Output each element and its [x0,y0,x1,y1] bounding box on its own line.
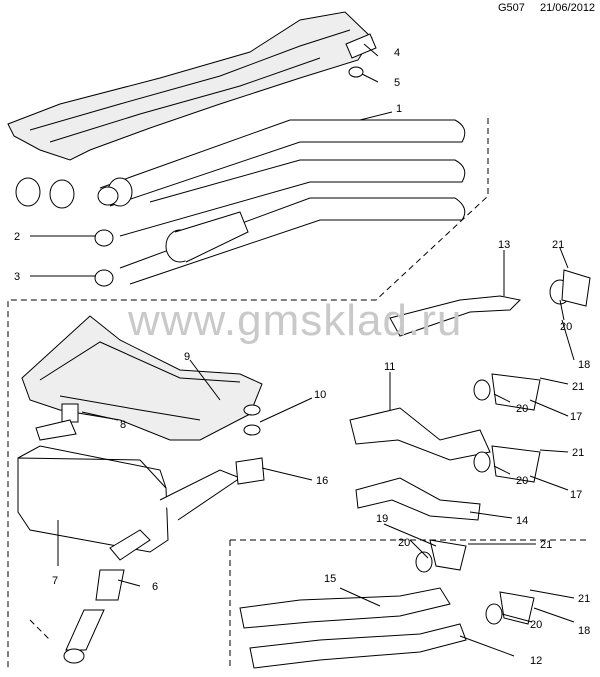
pipes-11-14 [349,373,541,521]
callout-13: 13 [498,239,510,251]
callout-11: 11 [384,361,395,373]
callout-8: 8 [120,419,126,431]
callout-15: 15 [324,573,336,585]
callout-20e: 20 [530,619,542,631]
callout-20d: 20 [398,537,410,549]
callout-21a: 21 [552,239,564,251]
pipes-15-12 [239,539,535,669]
leader-lines [30,43,575,657]
callout-21b: 21 [572,381,584,393]
callout-3: 3 [14,271,20,283]
callout-2: 2 [14,231,20,243]
callout-6: 6 [152,581,158,593]
front-pipe-variants [15,119,466,287]
watermark: www.gmsklad.ru [128,296,463,345]
rear-silencer [17,445,242,553]
bracket-8 [35,403,79,441]
callout-12: 12 [530,655,542,667]
callout-9: 9 [184,351,190,363]
callout-1: 1 [396,103,402,115]
callout-21c: 21 [572,447,584,459]
callout-16: 16 [316,475,328,487]
callout-14: 14 [516,515,528,527]
callout-21e: 21 [578,593,590,605]
callout-20c: 20 [516,475,528,487]
callout-4: 4 [394,47,400,59]
callout-20b: 20 [516,403,528,415]
callout-17a: 17 [570,411,582,423]
flange-gasket-upper [345,33,377,78]
diagram-date: 21/06/2012 [540,2,596,14]
callout-10: 10 [314,389,326,401]
callout-5: 5 [394,77,400,89]
callout-20a: 20 [560,321,572,333]
heat-shield-upper [7,11,373,161]
rear-subframe [21,315,263,441]
callout-7: 7 [52,575,58,587]
callout-17b: 17 [570,489,582,501]
tail-pipe [63,529,151,664]
callout-labels: 1 2 3 4 5 6 7 8 9 10 11 12 13 14 15 16 1… [14,47,590,667]
callout-21d: 21 [540,539,552,551]
callout-19: 19 [376,513,388,525]
callout-18a: 18 [578,359,590,371]
section-boundaries [7,118,588,668]
pipe-13 [389,269,591,337]
diagram-code: G507 [498,2,525,14]
clamp-16 [235,404,265,485]
callout-18b: 18 [578,625,590,637]
